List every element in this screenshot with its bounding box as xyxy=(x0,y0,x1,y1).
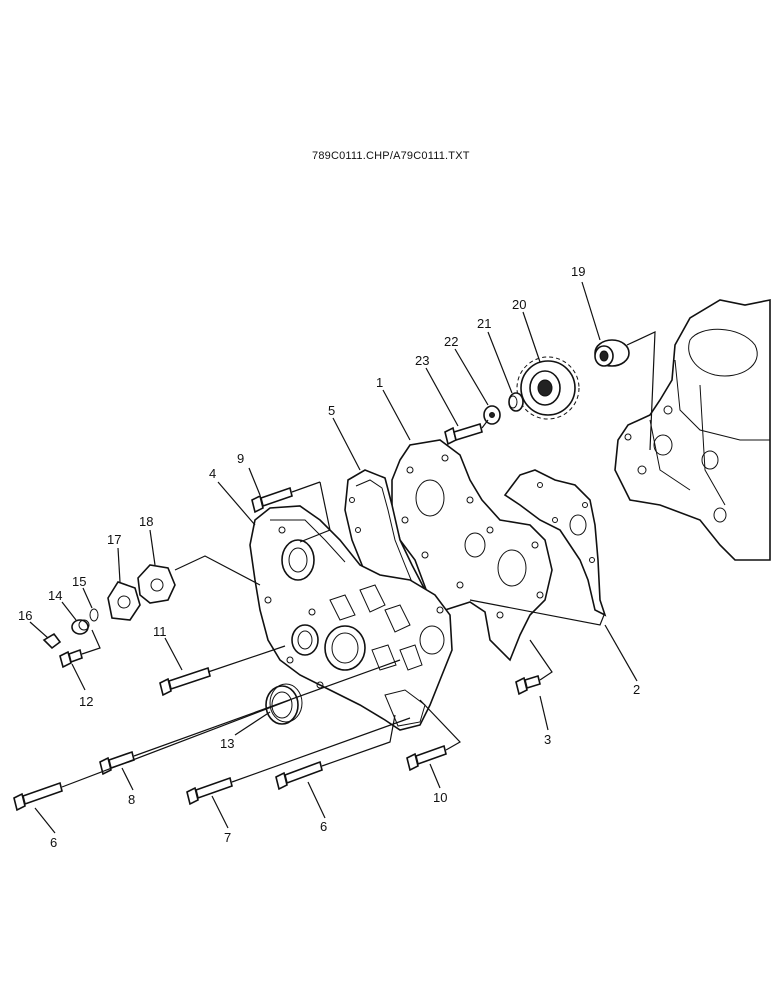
callout-18: 18 xyxy=(139,514,153,529)
part-6-bolt-left xyxy=(13,781,63,812)
part-10-bolt xyxy=(406,744,447,772)
callout-9: 9 xyxy=(237,451,244,466)
callout-21: 21 xyxy=(477,316,491,331)
callout-14: 14 xyxy=(48,588,62,603)
part-18-gasket xyxy=(137,564,176,604)
part-22-thrust-washer xyxy=(483,405,501,425)
part-8-bolt xyxy=(99,750,135,776)
part-6-bolt-right xyxy=(275,760,323,791)
part-19-bushing xyxy=(594,331,656,451)
callout-12: 12 xyxy=(79,694,93,709)
callout-10: 10 xyxy=(433,790,447,805)
part-21-bush xyxy=(508,392,524,412)
callout-6-left: 6 xyxy=(50,835,57,850)
callout-8: 8 xyxy=(128,792,135,807)
callout-4: 4 xyxy=(209,466,216,481)
callout-2: 2 xyxy=(633,682,640,697)
part-17-cover xyxy=(107,581,141,621)
callout-1: 1 xyxy=(376,375,383,390)
assembly-lines xyxy=(61,481,605,788)
part-2-gasket xyxy=(503,469,607,617)
callout-labels: 1 2 3 4 5 6 6 7 8 9 10 11 12 13 14 15 16… xyxy=(18,264,640,850)
callout-6-right: 6 xyxy=(320,819,327,834)
callout-22: 22 xyxy=(444,334,458,349)
part-7-bolt xyxy=(186,776,233,806)
diagram-caption: 789C0111.CHP/A79C0111.TXT xyxy=(312,150,470,162)
callout-7: 7 xyxy=(224,830,231,845)
part-12-bolt xyxy=(59,648,83,669)
part-11-bolt xyxy=(159,666,211,697)
part-3-bolt xyxy=(515,674,541,696)
part-1-gear-case-plate xyxy=(391,439,553,662)
part-15-o-ring xyxy=(89,608,99,622)
part-4-front-cover xyxy=(249,505,453,731)
engine-block xyxy=(614,299,771,561)
callout-20: 20 xyxy=(512,297,526,312)
callout-5: 5 xyxy=(328,403,335,418)
part-16-bolt xyxy=(42,632,62,650)
callout-13: 13 xyxy=(220,736,234,751)
part-23-bolt xyxy=(444,419,489,446)
callout-3: 3 xyxy=(544,732,551,747)
part-9-bolt xyxy=(251,481,321,514)
callout-17: 17 xyxy=(107,532,121,547)
callout-15: 15 xyxy=(72,574,86,589)
callout-16: 16 xyxy=(18,608,32,623)
callout-23: 23 xyxy=(415,353,429,368)
leader-lines xyxy=(29,281,638,834)
part-14-plug xyxy=(71,619,90,635)
part-20-idler-gear xyxy=(516,356,580,420)
callout-19: 19 xyxy=(571,264,585,279)
part-13-oil-seal xyxy=(265,683,303,725)
callout-11: 11 xyxy=(153,624,167,639)
